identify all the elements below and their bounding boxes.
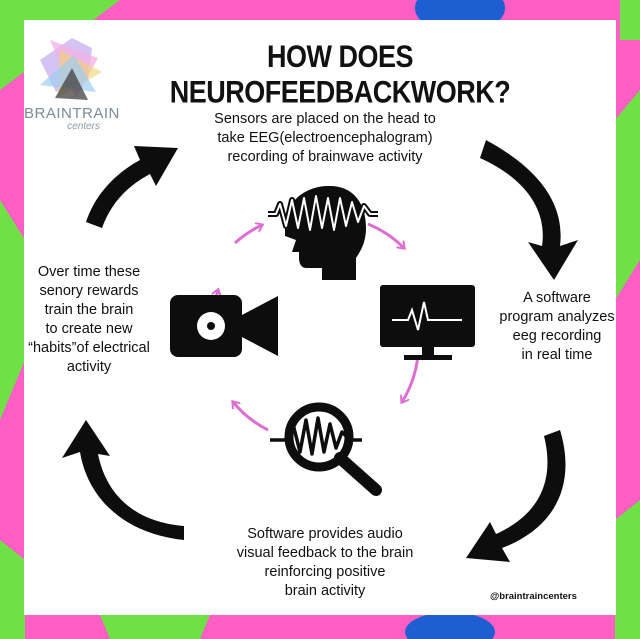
logo-name: BRAINTRAIN bbox=[24, 105, 120, 122]
step-line: take EEG(electroencephalogram) bbox=[217, 130, 433, 146]
braintrain-logo-icon bbox=[40, 38, 102, 100]
step-feedback: Software provides audio visual feedback … bbox=[215, 525, 435, 601]
monitor-ecg-icon bbox=[380, 285, 475, 360]
social-handle[interactable]: @braintraincenters bbox=[490, 591, 577, 602]
step-line: program analyzes bbox=[499, 309, 615, 325]
head-brainwave-icon bbox=[268, 185, 378, 280]
step-line: visual feedback to the brain bbox=[236, 545, 414, 561]
curved-arrow-icon bbox=[62, 140, 578, 562]
step-line: reinforcing positive bbox=[264, 564, 386, 580]
step-line: “habits”of electrical bbox=[28, 340, 150, 356]
step-line: A software bbox=[523, 290, 591, 306]
step-line: to create new bbox=[45, 321, 133, 337]
step-line: eeg recording bbox=[512, 328, 602, 344]
step-line: train the brain bbox=[44, 302, 134, 318]
step-line: activity bbox=[66, 359, 112, 375]
step-line: recording of brainwave activity bbox=[227, 149, 423, 165]
step-line: in real time bbox=[521, 347, 593, 363]
step-line: brain activity bbox=[284, 583, 366, 599]
logo-sub: centers bbox=[67, 121, 100, 132]
step-software-analyzes: A software program analyzes eeg recordin… bbox=[482, 289, 632, 365]
step-habits: Over time these senory rewards train the… bbox=[14, 263, 164, 377]
page-title: HOW DOES NEUROFEEDBACKWORK? bbox=[169, 39, 511, 110]
step-line: senory rewards bbox=[39, 283, 139, 299]
step-sensors: Sensors are placed on the head to take E… bbox=[180, 110, 470, 167]
magnifier-wave-icon bbox=[270, 402, 382, 496]
step-line: Sensors are placed on the head to bbox=[214, 111, 436, 127]
step-line: Over time these bbox=[37, 264, 141, 280]
step-line: Software provides audio bbox=[247, 526, 403, 542]
video-camera-icon bbox=[170, 295, 278, 357]
